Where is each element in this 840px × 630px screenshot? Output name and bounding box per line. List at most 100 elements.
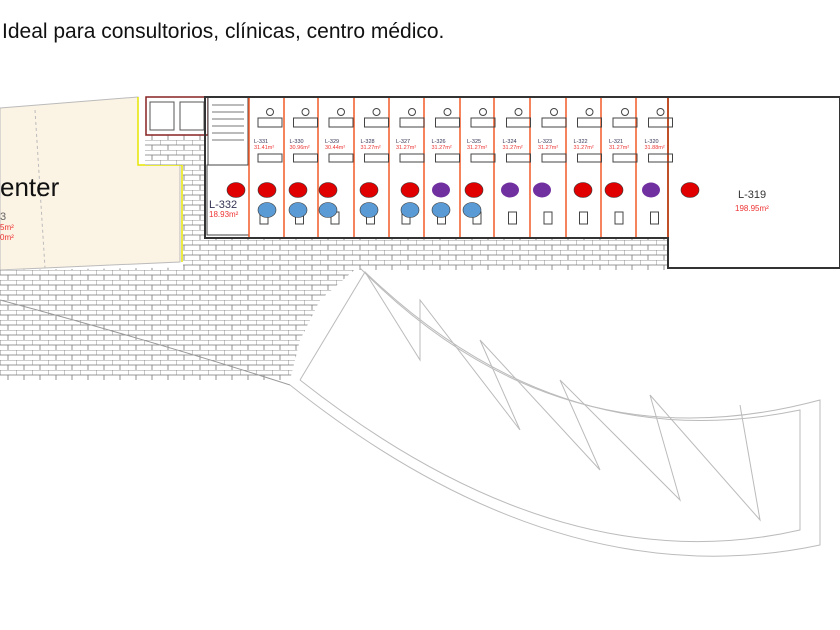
unit-area: 31.41m² xyxy=(254,145,274,151)
fixture-icon xyxy=(579,211,588,225)
desk-icon xyxy=(399,117,425,128)
unit-name: L-321 xyxy=(609,139,623,145)
unit-name: L-323 xyxy=(538,139,552,145)
blue-marker xyxy=(257,202,277,218)
desk-icon xyxy=(470,117,496,128)
markers xyxy=(226,182,700,218)
headline: Ideal para consultorios, clínicas, centr… xyxy=(2,20,445,43)
desk-icon xyxy=(541,153,567,163)
chair-icon xyxy=(514,108,523,116)
desk-icon xyxy=(257,153,283,163)
unit-area: 31.27m² xyxy=(503,145,523,151)
unit-name: L-329 xyxy=(325,139,339,145)
brick-walkway xyxy=(0,135,668,386)
unit-area: 31.27m² xyxy=(538,145,558,151)
center-area1: 5m² xyxy=(0,223,14,232)
chair-icon xyxy=(408,108,416,116)
unit-area: 30.44m² xyxy=(325,145,345,151)
l332-area: 18.93m² xyxy=(209,210,239,219)
desk-icon xyxy=(435,117,460,128)
desk-icon xyxy=(648,153,673,163)
blue-marker xyxy=(431,202,451,218)
desk-icon xyxy=(328,153,354,163)
unit-name: L-320 xyxy=(645,139,659,145)
red-marker xyxy=(680,182,700,198)
purple-marker xyxy=(432,182,450,198)
purple-marker xyxy=(501,182,519,198)
desk-icon xyxy=(612,117,638,128)
red-marker xyxy=(400,182,420,198)
unit-name: L-324 xyxy=(503,139,517,145)
l332-name: L-332 xyxy=(209,199,237,211)
chair-icon xyxy=(479,108,487,116)
chair-icon xyxy=(301,108,310,116)
blue-marker xyxy=(462,202,482,218)
fixture-icon xyxy=(614,211,624,225)
chair-icon xyxy=(372,108,381,116)
unit-area: 31.27m² xyxy=(467,145,487,151)
l319-name: L-319 xyxy=(738,189,766,201)
desk-icon xyxy=(257,117,283,128)
l319-area: 198.95m² xyxy=(735,204,769,213)
unit-name: L-322 xyxy=(574,139,588,145)
desk-icon xyxy=(506,153,531,163)
fixture-icon xyxy=(508,211,517,225)
chair-icon xyxy=(656,108,665,116)
desk-icon xyxy=(577,153,602,163)
chair-icon xyxy=(550,108,558,116)
unit-area: 31.27m² xyxy=(361,145,381,151)
fixture-icon xyxy=(543,211,553,225)
chair-icon xyxy=(621,108,629,116)
desk-icon xyxy=(470,153,496,163)
blue-marker xyxy=(288,202,308,218)
unit-name: L-327 xyxy=(396,139,410,145)
red-marker xyxy=(464,182,484,198)
unit-name: L-325 xyxy=(467,139,481,145)
chair-icon xyxy=(585,108,594,116)
unit-name: L-330 xyxy=(290,139,304,145)
blue-marker xyxy=(359,202,379,218)
center-label: enter xyxy=(0,172,60,202)
curved-ramp xyxy=(289,267,821,557)
chair-icon xyxy=(337,108,345,116)
unit-area: 31.27m² xyxy=(574,145,594,151)
unit-name: L-326 xyxy=(432,139,446,145)
unit-l332 xyxy=(206,164,250,236)
desk-icon xyxy=(612,153,638,163)
fixture-icon xyxy=(650,211,659,225)
desk-icon xyxy=(328,117,354,128)
desk-icon xyxy=(541,117,567,128)
red-marker xyxy=(318,182,338,198)
chair-icon xyxy=(266,108,274,116)
unit-name: L-331 xyxy=(254,139,268,145)
desk-icon xyxy=(506,117,531,128)
desk-icon xyxy=(648,117,673,128)
red-marker xyxy=(359,182,379,198)
unit-area: 31.88m² xyxy=(645,145,665,151)
unit-l319 xyxy=(667,96,840,269)
chair-icon xyxy=(443,108,452,116)
red-marker xyxy=(604,182,624,198)
desk-icon xyxy=(364,153,389,163)
unit-area: 30.96m² xyxy=(290,145,310,151)
desk-icon xyxy=(364,117,389,128)
red-marker xyxy=(257,182,277,198)
stairs xyxy=(207,96,249,166)
desk-icon xyxy=(293,117,318,128)
red-marker xyxy=(226,182,246,198)
unit-area: 31.27m² xyxy=(432,145,452,151)
purple-marker xyxy=(642,182,660,198)
unit-area: 31.27m² xyxy=(396,145,416,151)
blue-marker xyxy=(400,202,420,218)
unit-area: 31.27m² xyxy=(609,145,629,151)
purple-marker xyxy=(533,182,551,198)
blue-marker xyxy=(318,202,338,218)
center-area2: 0m² xyxy=(0,233,14,242)
unit-name: L-328 xyxy=(361,139,375,145)
center-unit: 3 xyxy=(0,211,6,223)
elevators xyxy=(145,96,209,136)
desk-icon xyxy=(577,117,602,128)
red-marker xyxy=(573,182,593,198)
